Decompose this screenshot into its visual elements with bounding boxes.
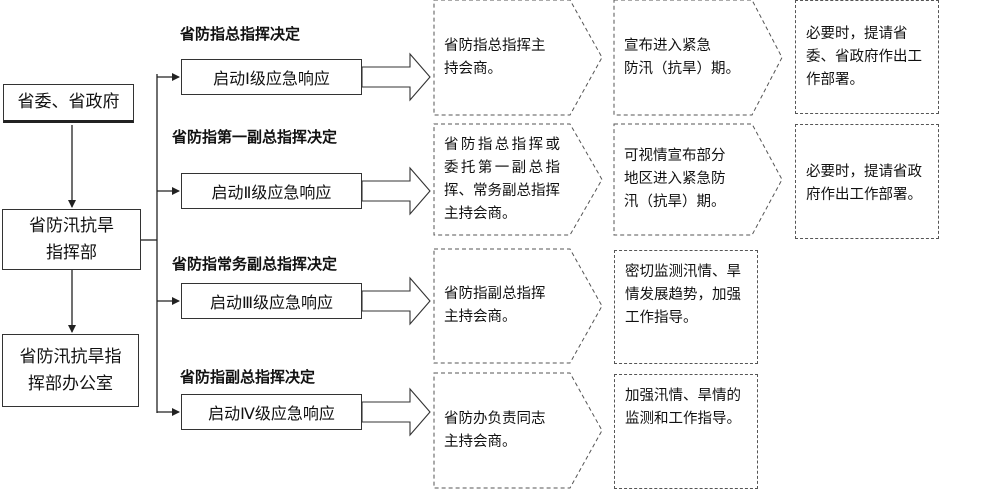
- declaration-cell: 密切监测汛情、旱情发展趋势，加强工作指导。: [614, 250, 758, 364]
- action-cell: 必要时，提请省委、省政府作出工作部署。: [795, 0, 939, 114]
- consultation-host-line: 省防指副总指挥: [444, 286, 546, 302]
- declaration-line: 汛（抗旱）期。: [624, 194, 726, 210]
- declaration-line: 宣布进入紧急: [624, 37, 711, 54]
- province-party-government-box: 省委、省政府: [3, 84, 134, 123]
- flood-drought-hq-box: 省防汛抗旱 指挥部: [2, 209, 141, 270]
- declaration-pentagon: [613, 0, 783, 116]
- consultation-host-line: 主持会商。: [444, 433, 517, 450]
- action-line: 必要时，提请省政: [806, 164, 922, 180]
- action-line: 必要时，提请省: [806, 26, 908, 42]
- consultation-host-line: 持会商。: [444, 60, 502, 77]
- response-level-box: 启动Ⅳ级应急响应: [181, 394, 362, 430]
- response-level-label: 启动Ⅱ级应急响应: [211, 183, 332, 202]
- host-pentagon: [433, 372, 603, 489]
- action-text: 必要时，提请省政府作出工作部署。: [806, 161, 928, 207]
- declaration-line: 防汛（抗旱）期。: [624, 60, 740, 77]
- consultation-host-line: 主持会商。: [444, 205, 517, 222]
- consultation-host-text: 省防指总指挥主持会商。: [444, 35, 546, 81]
- host-pentagon: [433, 0, 603, 116]
- action-line: 委、省政府作出工: [806, 49, 922, 65]
- declaration-line: 情发展趋势，加强: [625, 287, 741, 303]
- block-arrow: [361, 166, 431, 216]
- hq-line-2: 指挥部: [46, 242, 97, 263]
- block-arrow: [361, 387, 431, 437]
- action-text: 必要时，提请省委、省政府作出工作部署。: [806, 23, 928, 92]
- office-line-2: 挥部办公室: [28, 373, 113, 394]
- declaration-line: 地区进入紧急防: [624, 171, 726, 187]
- declaration-line: 监测和工作指导。: [625, 411, 741, 427]
- response-level-label: 启动Ⅲ级应急响应: [209, 293, 334, 312]
- consultation-host-cell: 省防指总指挥主持会商。: [434, 0, 576, 115]
- declaration-cell: 加强汛情、旱情的监测和工作指导。: [614, 374, 758, 489]
- block-arrow: [361, 52, 431, 102]
- decision-title: 省防指常务副总指挥决定: [172, 255, 338, 273]
- response-level-box: 启动Ⅱ级应急响应: [181, 173, 362, 209]
- action-cell: 必要时，提请省政府作出工作部署。: [795, 124, 939, 239]
- consultation-host-line: 省防办负责同志: [444, 410, 546, 427]
- declaration-cell: 可视情宣布部分地区进入紧急防汛（抗旱）期。: [614, 124, 756, 235]
- hq-line-1: 省防汛抗旱: [29, 215, 114, 236]
- declaration-text: 可视情宣布部分地区进入紧急防汛（抗旱）期。: [624, 145, 726, 214]
- response-level-box: 启动Ⅲ级应急响应: [181, 283, 362, 319]
- consultation-host-line: 委托第一副总指: [444, 159, 560, 176]
- response-level-label: 启动Ⅰ级应急响应: [213, 69, 330, 88]
- declaration-text: 加强汛情、旱情的监测和工作指导。: [625, 385, 747, 431]
- decision-title: 省防指副总指挥决定: [180, 368, 316, 386]
- action-line: 府作出工作部署。: [806, 187, 922, 203]
- consultation-host-line: 省防指总指挥或: [444, 136, 560, 153]
- consultation-host-cell: 省防指总指挥或委托第一副总指挥、常务副总指挥主持会商。: [434, 124, 576, 235]
- consultation-host-line: 主持会商。: [444, 309, 517, 325]
- host-pentagon: [433, 248, 603, 364]
- declaration-cell: 宣布进入紧急防汛（抗旱）期。: [614, 0, 756, 115]
- response-level-box: 启动Ⅰ级应急响应: [181, 59, 362, 95]
- declaration-pentagon: [613, 123, 783, 236]
- declaration-line: 可视情宣布部分: [624, 148, 726, 164]
- declaration-text: 宣布进入紧急防汛（抗旱）期。: [624, 35, 740, 81]
- hq-office-box: 省防汛抗旱指 挥部办公室: [2, 334, 139, 407]
- declaration-line: 密切监测汛情、旱: [625, 264, 741, 280]
- consultation-host-line: 挥、常务副总指挥: [444, 182, 560, 199]
- office-line-1: 省防汛抗旱指: [19, 346, 122, 367]
- province-label: 省委、省政府: [17, 92, 120, 112]
- action-line: 作部署。: [806, 72, 864, 88]
- declaration-line: 工作指导。: [625, 310, 698, 326]
- declaration-text: 密切监测汛情、旱情发展趋势，加强工作指导。: [625, 261, 747, 330]
- host-pentagon: [433, 123, 603, 236]
- consultation-host-cell: 省防办负责同志主持会商。: [434, 373, 576, 488]
- decision-title: 省防指总指挥决定: [180, 25, 301, 43]
- consultation-host-text: 省防指总指挥或委托第一副总指挥、常务副总指挥主持会商。: [444, 134, 560, 226]
- decision-title: 省防指第一副总指挥决定: [172, 128, 338, 146]
- declaration-line: 加强汛情、旱情的: [625, 388, 741, 404]
- consultation-host-cell: 省防指副总指挥主持会商。: [434, 249, 576, 363]
- consultation-host-text: 省防办负责同志主持会商。: [444, 408, 546, 454]
- consultation-host-line: 省防指总指挥主: [444, 37, 546, 54]
- block-arrow: [361, 276, 431, 326]
- consultation-host-text: 省防指副总指挥主持会商。: [444, 283, 546, 329]
- response-level-label: 启动Ⅳ级应急响应: [208, 404, 335, 423]
